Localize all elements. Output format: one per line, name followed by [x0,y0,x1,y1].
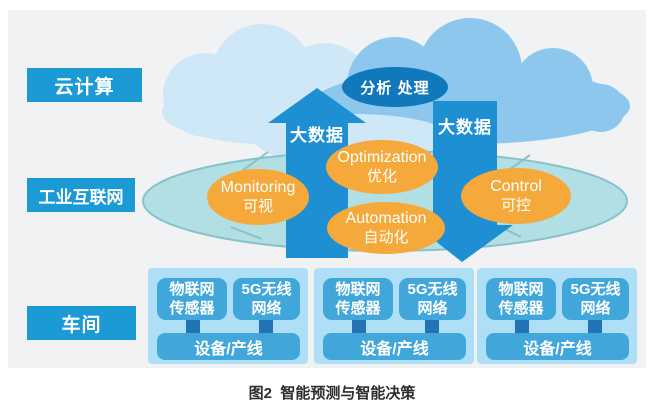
iot-sensor-box: 物联网 传感器 [323,278,393,320]
connector-stub [186,317,200,336]
bubble-control-zh: 可控 [500,196,531,214]
bubble-monitoring-zh: 可视 [242,197,273,215]
big-data-down-label: 大数据 [438,118,492,137]
iot-sensor-line1: 物联网 [169,281,215,298]
analysis-ellipse [342,67,448,107]
workshop-unit-2: 物联网 传感器 5G无线 网络 设备/产线 [314,268,474,364]
iot-sensor-line1: 物联网 [335,281,381,298]
connector-stub [425,317,439,336]
row-label-cloud-computing-text: 云计算 [54,76,115,98]
iot-sensor-line2: 传感器 [498,300,544,317]
equipment-line-box: 设备/产线 [486,333,629,360]
bubble-control-en: Control [490,178,542,196]
big-data-up-label: 大数据 [290,126,344,145]
connector-stub [259,317,273,336]
row-label-industrial-internet-text: 工业互联网 [38,187,124,207]
disc-facet-lines [230,151,531,240]
equipment-line-box: 设备/产线 [323,333,466,360]
bubble-automation-zh: 自动化 [363,228,409,246]
iot-sensor-line1: 物联网 [498,281,544,298]
5g-network-line1: 5G无线 [570,281,621,298]
5g-network-line2: 网络 [251,300,282,317]
iot-sensor-box: 物联网 传感器 [486,278,556,320]
analysis-processing-label: 分析 处理 [360,79,430,97]
bubble-monitoring: Monitoring 可视 [207,169,309,225]
5g-network-box: 5G无线 网络 [399,278,466,320]
5g-network-line2: 网络 [417,300,448,317]
workshop-unit-3: 物联网 传感器 5G无线 网络 设备/产线 [477,268,637,364]
connector-stub [352,317,366,336]
5g-network-box: 5G无线 网络 [233,278,300,320]
iot-sensor-line2: 传感器 [335,300,381,317]
iot-sensor-line2: 传感器 [169,300,215,317]
iot-sensor-box: 物联网 传感器 [157,278,227,320]
5g-network-line2: 网络 [580,300,611,317]
bubble-automation-en: Automation [345,210,427,228]
connector-stub [588,317,602,336]
row-label-workshop-text: 车间 [61,314,102,336]
bubble-automation: Automation 自动化 [327,202,445,254]
bubble-monitoring-en: Monitoring [220,179,296,197]
5g-network-line1: 5G无线 [241,281,292,298]
bubble-control: Control 可控 [461,168,571,224]
5g-network-line1: 5G无线 [407,281,458,298]
equipment-line-box: 设备/产线 [157,333,300,360]
figure-caption: 图2 智能预测与智能决策 [248,385,416,402]
bubble-optimization-zh: 优化 [366,167,397,185]
5g-network-box: 5G无线 网络 [562,278,629,320]
bubble-optimization-en: Optimization [337,149,427,167]
connector-stub [515,317,529,336]
workshop-unit-1: 物联网 传感器 5G无线 网络 设备/产线 [148,268,308,364]
row-label-cloud-computing: 云计算 [27,68,142,102]
row-label-industrial-internet: 工业互联网 [27,178,135,212]
bubble-optimization: Optimization 优化 [326,140,438,194]
row-label-workshop: 车间 [27,306,136,340]
